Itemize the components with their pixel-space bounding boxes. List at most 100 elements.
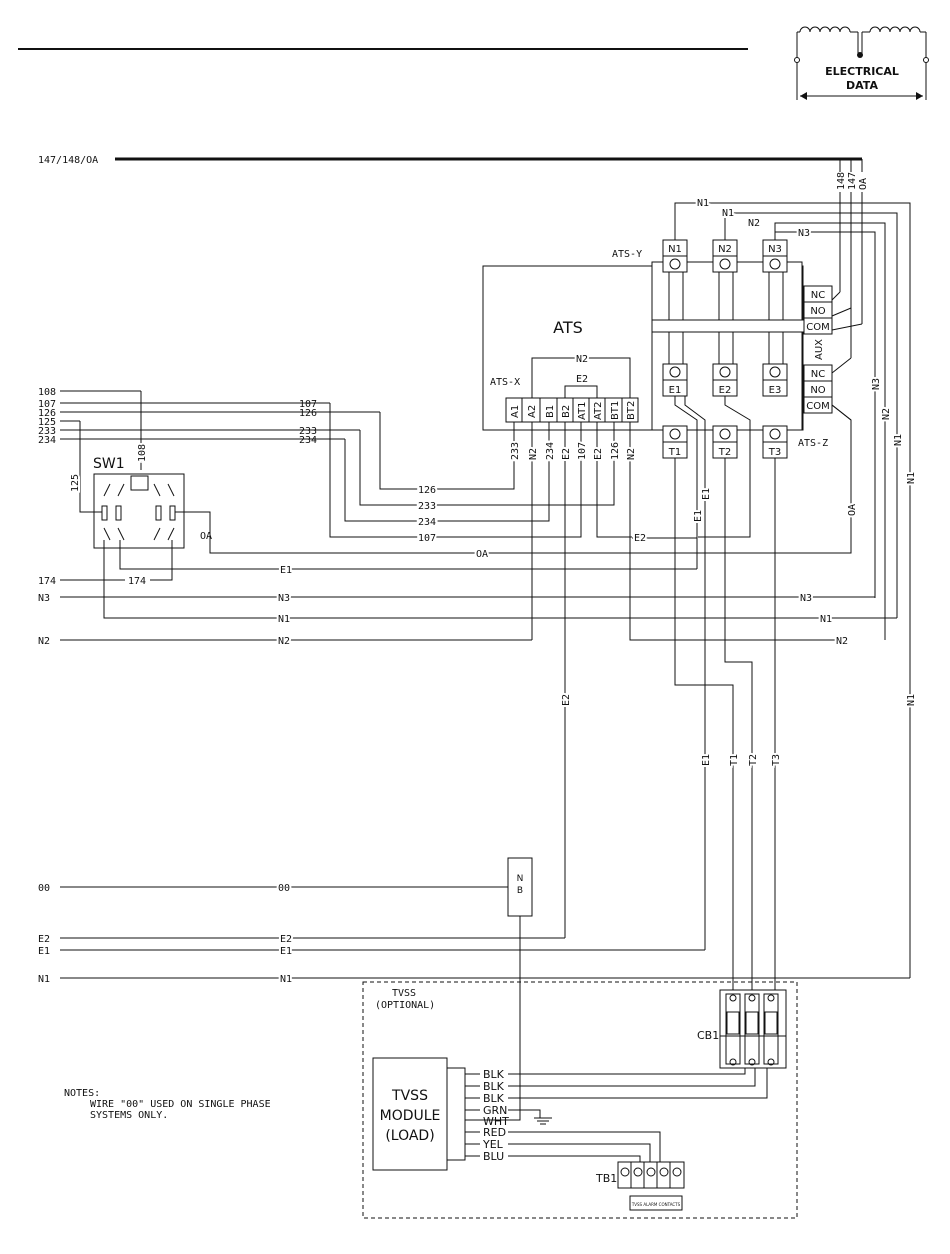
svg-text:E1: E1 [701, 488, 712, 500]
svg-text:T3: T3 [768, 447, 781, 458]
svg-text:N1: N1 [820, 614, 832, 625]
svg-text:NC: NC [811, 369, 825, 380]
svg-text:N1: N1 [906, 694, 917, 706]
tvss-leads [465, 1064, 768, 1162]
svg-text:234: 234 [545, 442, 556, 460]
ats-x-wire-drops [450, 422, 840, 938]
svg-text:E1: E1 [280, 946, 292, 957]
svg-text:WHT: WHT [483, 1115, 509, 1128]
svg-text:N2: N2 [278, 636, 290, 647]
svg-text:174: 174 [38, 576, 56, 587]
svg-text:(LOAD): (LOAD) [385, 1128, 434, 1144]
svg-text:A2: A2 [527, 405, 538, 418]
tvss-section: TVSS (OPTIONAL) TVSS MODULE (LOAD) [362, 981, 798, 1219]
ats-block: ATS ATS-Y N1 N2 N3 [482, 239, 852, 459]
ats-terminal-e3: E3 [762, 363, 788, 397]
ats-title: ATS [553, 318, 583, 337]
svg-text:T2: T2 [718, 447, 731, 458]
svg-text:N2: N2 [718, 244, 732, 255]
svg-text:107: 107 [418, 533, 436, 544]
svg-text:126: 126 [299, 408, 317, 419]
oa-wire: OA OA [209, 404, 860, 562]
svg-text:N3: N3 [871, 378, 882, 390]
svg-text:BLU: BLU [483, 1150, 504, 1163]
svg-text:N2: N2 [626, 448, 637, 460]
svg-text:E2: E2 [576, 374, 588, 385]
svg-text:234: 234 [299, 435, 317, 446]
svg-text:233: 233 [299, 426, 317, 437]
svg-text:E1: E1 [669, 385, 682, 396]
svg-text:N3: N3 [768, 244, 782, 255]
svg-text:E2: E2 [561, 694, 572, 706]
e-t-wiring [632, 396, 776, 990]
svg-text:COM: COM [806, 322, 829, 333]
svg-text:125: 125 [38, 417, 56, 428]
svg-text:126: 126 [38, 408, 56, 419]
svg-text:E2: E2 [561, 448, 572, 460]
svg-text:N2: N2 [38, 636, 50, 647]
ats-y-terminal-n3: N3 [762, 239, 788, 273]
svg-text:N1: N1 [668, 244, 682, 255]
svg-text:N3: N3 [798, 228, 810, 239]
ats-terminal-e1: E1 [662, 363, 688, 397]
svg-text:E2: E2 [280, 934, 292, 945]
svg-text:N2: N2 [576, 354, 588, 365]
svg-text:E3: E3 [769, 385, 782, 396]
svg-text:BLK: BLK [483, 1092, 505, 1105]
svg-text:WIRE "00" USED ON SINGLE PHASE: WIRE "00" USED ON SINGLE PHASE [90, 1099, 271, 1110]
bus-147-148-oa: 147/148/OA 148 147 OA [38, 155, 869, 331]
ats-z-terminal-t1: T1 [662, 425, 688, 459]
svg-text:N3: N3 [278, 593, 290, 604]
svg-text:E2: E2 [38, 934, 50, 945]
svg-text:TVSS: TVSS [391, 1088, 428, 1104]
badge-line2: DATA [846, 79, 878, 92]
wire-147-label: 147 [847, 172, 858, 190]
svg-text:E1: E1 [701, 754, 712, 766]
tvss-title: TVSS [392, 988, 416, 999]
svg-text:BLK: BLK [483, 1068, 505, 1081]
svg-text:TB1: TB1 [595, 1172, 617, 1185]
svg-text:234: 234 [418, 517, 436, 528]
svg-text:107: 107 [38, 399, 56, 410]
svg-text:126: 126 [610, 442, 621, 460]
ats-z-label: ATS-Z [798, 438, 828, 449]
svg-text:NO: NO [810, 306, 825, 317]
svg-text:125: 125 [70, 474, 81, 492]
svg-text:E2: E2 [719, 385, 732, 396]
e-t-wire-labels: E1 E1 E2 E1 T1 T2 T3 E2 [559, 486, 784, 768]
svg-text:B1: B1 [545, 405, 556, 418]
svg-text:T1: T1 [668, 447, 681, 458]
svg-text:N2: N2 [528, 448, 539, 460]
left-wire-bundle [60, 390, 450, 538]
svg-text:A1: A1 [510, 405, 521, 418]
svg-text:SYSTEMS ONLY.: SYSTEMS ONLY. [90, 1110, 168, 1121]
svg-text:BT2: BT2 [626, 401, 637, 420]
svg-text:N1: N1 [280, 974, 292, 985]
breaker-cb1: CB1 [697, 989, 787, 1069]
svg-text:233: 233 [510, 442, 521, 460]
terminal-block-tb1: TB1 TVSS ALARM CONTACTS [595, 1161, 685, 1211]
svg-text:N1: N1 [906, 472, 917, 484]
tvss-module: TVSS MODULE (LOAD) [372, 1057, 466, 1171]
svg-text:T2: T2 [748, 754, 759, 766]
svg-text:YEL: YEL [482, 1138, 504, 1151]
svg-text:234: 234 [38, 435, 56, 446]
ats-x-wire-drop-labels: 233 N2 234 E2 107 E2 126 N2 [508, 440, 639, 462]
tvss-subtitle: (OPTIONAL) [375, 1000, 435, 1011]
ats-x-terminal-strip: A1 A2 B1 B2 AT1 AT2 BT1 BT2 N2 E2 [505, 352, 639, 423]
notes: NOTES: WIRE "00" USED ON SINGLE PHASE SY… [64, 1088, 271, 1121]
svg-text:107: 107 [577, 442, 588, 460]
svg-text:N1: N1 [38, 974, 50, 985]
svg-text:N1: N1 [722, 208, 734, 219]
svg-text:N2: N2 [748, 218, 760, 229]
svg-text:BT1: BT1 [610, 401, 621, 420]
aux-contacts: NC NO COM NC NO COM AUX [803, 285, 852, 421]
routing-lines [60, 568, 910, 979]
svg-text:233: 233 [38, 426, 56, 437]
svg-text:N2: N2 [836, 636, 848, 647]
ats-z-terminal-t3: T3 [762, 425, 788, 459]
svg-text:126: 126 [418, 485, 436, 496]
svg-text:RED: RED [483, 1126, 506, 1139]
svg-text:B: B [517, 886, 523, 896]
svg-text:N3: N3 [38, 593, 50, 604]
